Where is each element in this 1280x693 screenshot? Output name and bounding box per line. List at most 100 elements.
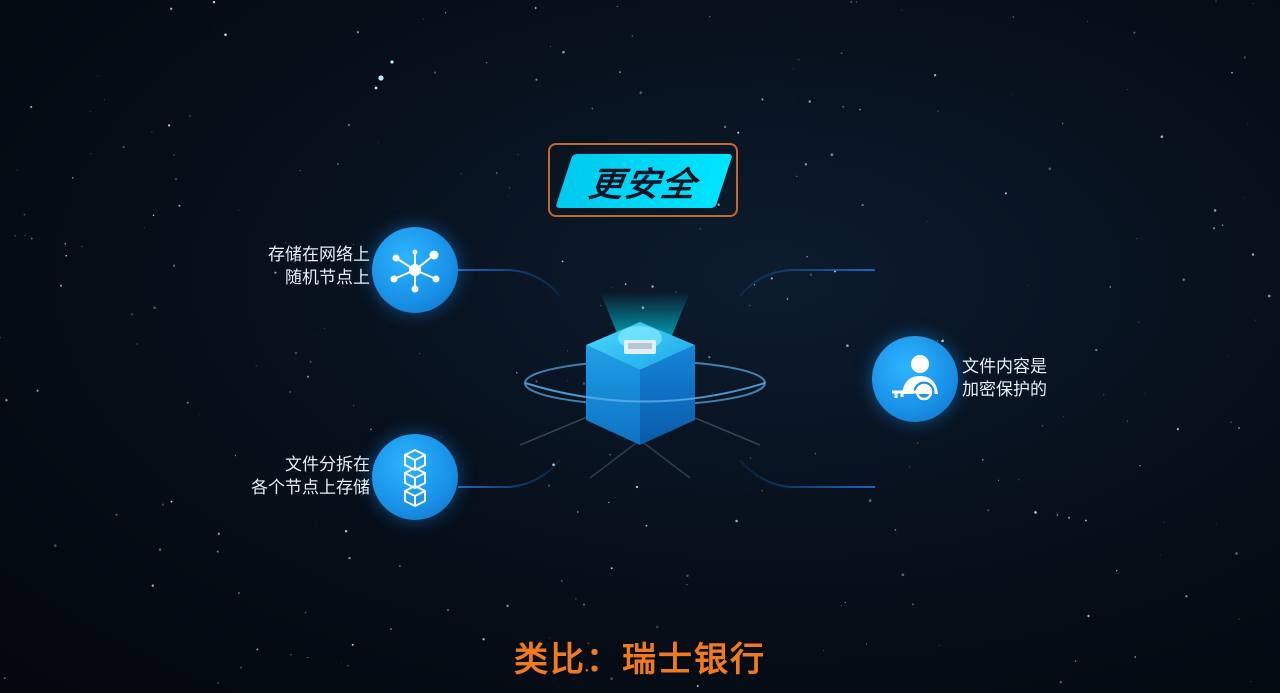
star	[238, 592, 240, 594]
star	[608, 501, 610, 504]
star	[13, 234, 16, 237]
star	[158, 548, 162, 551]
star	[717, 203, 720, 206]
star	[1004, 192, 1007, 195]
star	[238, 210, 239, 212]
label-split-line2: 各个节点上存储	[251, 478, 370, 498]
star	[823, 650, 824, 652]
node-network	[372, 227, 458, 313]
network-nodes-icon	[390, 249, 440, 293]
label-encrypt-line2: 加密保护的	[962, 380, 1047, 400]
star	[1018, 479, 1020, 481]
star	[178, 204, 181, 207]
star	[304, 611, 307, 614]
star	[30, 237, 33, 240]
star	[591, 107, 594, 110]
connector-line-bottom-right	[739, 459, 875, 488]
star	[1255, 319, 1257, 321]
star	[389, 628, 392, 630]
star	[170, 500, 173, 503]
star	[901, 573, 905, 577]
connector-line-split	[458, 459, 561, 488]
star	[780, 265, 782, 267]
star	[635, 485, 639, 489]
star	[938, 645, 940, 647]
star	[639, 91, 642, 94]
star	[306, 375, 310, 378]
star	[709, 16, 711, 18]
star	[161, 503, 165, 507]
star	[631, 35, 633, 37]
star	[419, 353, 420, 355]
star	[997, 479, 1000, 481]
star	[71, 177, 74, 179]
star	[1059, 681, 1062, 684]
star	[517, 153, 520, 156]
star	[937, 110, 939, 112]
label-network-line2: 随机节点上	[285, 268, 370, 288]
star	[1041, 424, 1044, 427]
star	[352, 243, 355, 246]
star	[1103, 394, 1105, 396]
star	[65, 254, 68, 257]
star	[1034, 511, 1037, 514]
star	[737, 131, 740, 134]
star	[347, 664, 349, 667]
star	[215, 25, 217, 27]
star	[1087, 614, 1090, 618]
connector-line-network	[458, 269, 561, 297]
connector-line-top-right	[739, 269, 875, 297]
star	[234, 455, 236, 457]
star	[560, 580, 563, 582]
star	[1251, 253, 1255, 256]
star	[224, 33, 227, 37]
star	[577, 511, 579, 513]
star	[599, 304, 602, 307]
base-ray-3	[589, 439, 641, 479]
label-network-line1: 存储在网络上	[268, 245, 370, 265]
star	[1138, 321, 1140, 323]
star	[1011, 94, 1013, 96]
star	[1095, 348, 1098, 352]
star	[97, 75, 99, 77]
star	[933, 74, 937, 77]
star	[795, 175, 798, 178]
star	[508, 196, 510, 197]
star	[1238, 618, 1240, 620]
star	[89, 111, 91, 113]
star	[792, 68, 794, 70]
star	[808, 100, 811, 103]
star	[761, 98, 764, 101]
label-network: 存储在网络上 随机节点上	[228, 244, 370, 290]
star	[1068, 516, 1071, 519]
star	[174, 177, 178, 181]
star	[81, 245, 83, 248]
star	[98, 610, 100, 611]
star	[324, 328, 325, 329]
orbit-ring-front	[524, 382, 766, 403]
star	[611, 287, 613, 288]
star	[1176, 427, 1180, 431]
star	[289, 390, 292, 393]
star	[814, 453, 816, 455]
star	[1244, 197, 1246, 199]
star	[136, 343, 138, 345]
star	[348, 556, 351, 560]
star	[64, 243, 66, 245]
label-split-line1: 文件分拆在	[285, 455, 370, 475]
star	[861, 203, 864, 207]
star	[735, 519, 738, 523]
star	[1230, 421, 1232, 423]
star	[341, 662, 342, 664]
bottom-title: 类比：瑞士银行	[514, 640, 766, 680]
star	[786, 298, 789, 300]
star	[749, 457, 752, 459]
star	[1027, 285, 1028, 286]
star	[535, 380, 538, 383]
star	[1133, 31, 1136, 34]
star	[582, 382, 586, 385]
star	[5, 399, 8, 402]
star	[583, 603, 585, 606]
star	[1048, 167, 1052, 171]
star	[840, 52, 843, 54]
